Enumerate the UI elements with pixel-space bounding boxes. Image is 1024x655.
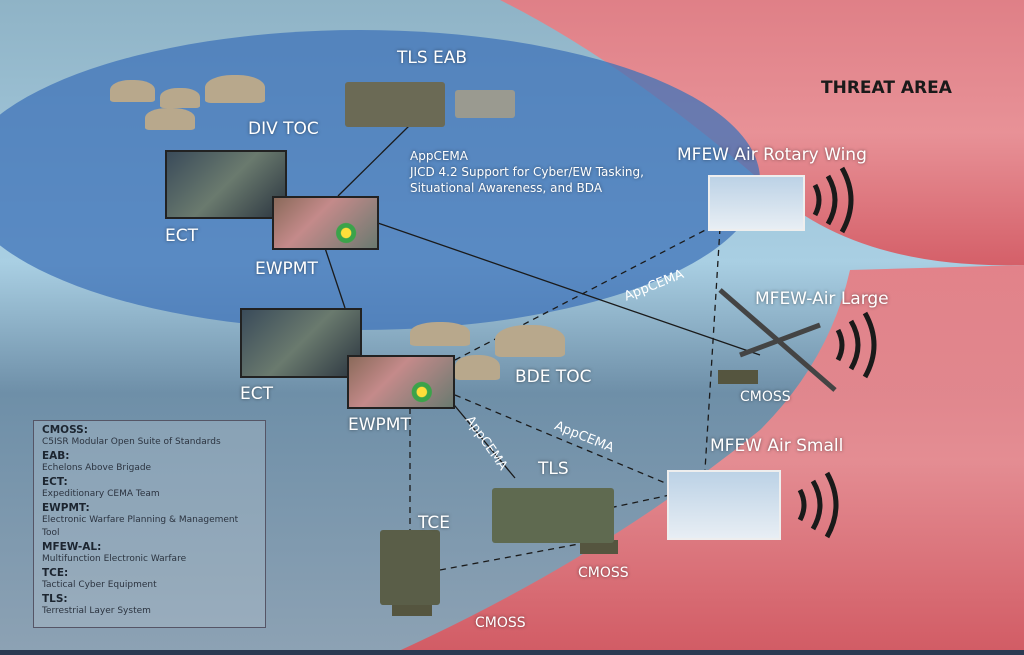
ewpmt-screen-bottom	[347, 355, 455, 409]
cmoss-box	[718, 370, 758, 384]
legend-term: TLS:	[42, 593, 68, 605]
appcema-desc-line: AppCEMA	[410, 149, 468, 163]
legend-definition: C5ISR Modular Open Suite of Standards	[42, 437, 221, 447]
mfew-small-label: MFEW Air Small	[710, 436, 844, 456]
tls-vehicle	[492, 488, 614, 543]
legend-definition: Terrestrial Layer System	[42, 606, 151, 616]
rotary-wing-photo	[708, 175, 805, 231]
legend-term: TCE:	[42, 567, 69, 579]
small-uav-photo	[667, 470, 781, 540]
ect-screen-top	[165, 150, 287, 219]
tls-eab-truck	[345, 82, 445, 127]
threat-area-label: THREAT AREA	[821, 78, 952, 98]
ewpmt-bottom-label: EWPMT	[348, 415, 411, 435]
legend-term: ECT:	[42, 476, 68, 488]
legend-definition: Echelons Above Brigade	[42, 463, 152, 473]
legend-term: CMOSS:	[42, 424, 88, 436]
aircraft-large	[718, 288, 837, 392]
appcema-desc-line: Situational Awareness, and BDA	[410, 181, 603, 195]
legend-definition: Tactical Cyber Equipment	[42, 580, 157, 590]
legend-term: MFEW-AL:	[42, 541, 102, 553]
mfew-rotary-label: MFEW Air Rotary Wing	[677, 145, 867, 165]
ect-bottom-label: ECT	[240, 384, 273, 404]
mfew-large-label: MFEW-Air Large	[755, 289, 889, 309]
tls-label: TLS	[538, 459, 569, 479]
legend-definition: Expeditionary CEMA Team	[42, 489, 160, 499]
legend-definition: Multifunction Electronic Warfare	[42, 554, 187, 564]
threat-area-top	[500, 0, 1024, 266]
tce-label: TCE	[418, 513, 450, 533]
ect-screen-bottom	[240, 308, 362, 378]
legend-term: EWPMT:	[42, 502, 90, 514]
legend-term: EAB:	[42, 450, 70, 462]
ewpmt-top-label: EWPMT	[255, 259, 318, 279]
appcema-desc-line: JICD 4.2 Support for Cyber/EW Tasking,	[410, 165, 644, 179]
threat-area-bottom	[390, 265, 1024, 655]
appcema-description: AppCEMA JICD 4.2 Support for Cyber/EW Ta…	[410, 148, 644, 196]
div-toc-label: DIV TOC	[248, 119, 319, 139]
ect-top-label: ECT	[165, 226, 198, 246]
legend-definition: Electronic Warfare Planning & Management…	[42, 515, 239, 538]
bde-toc-label: BDE TOC	[515, 367, 592, 387]
tce-soldiers	[380, 530, 440, 605]
cmoss-label: CMOSS	[578, 565, 629, 581]
ewpmt-screen-top	[272, 196, 379, 250]
cmoss-label: CMOSS	[740, 389, 791, 405]
acronym-legend: CMOSS:C5ISR Modular Open Suite of Standa…	[33, 420, 266, 628]
radio-waves	[797, 166, 877, 539]
cmoss-label: CMOSS	[475, 615, 526, 631]
tls-eab-label: TLS EAB	[397, 48, 468, 68]
